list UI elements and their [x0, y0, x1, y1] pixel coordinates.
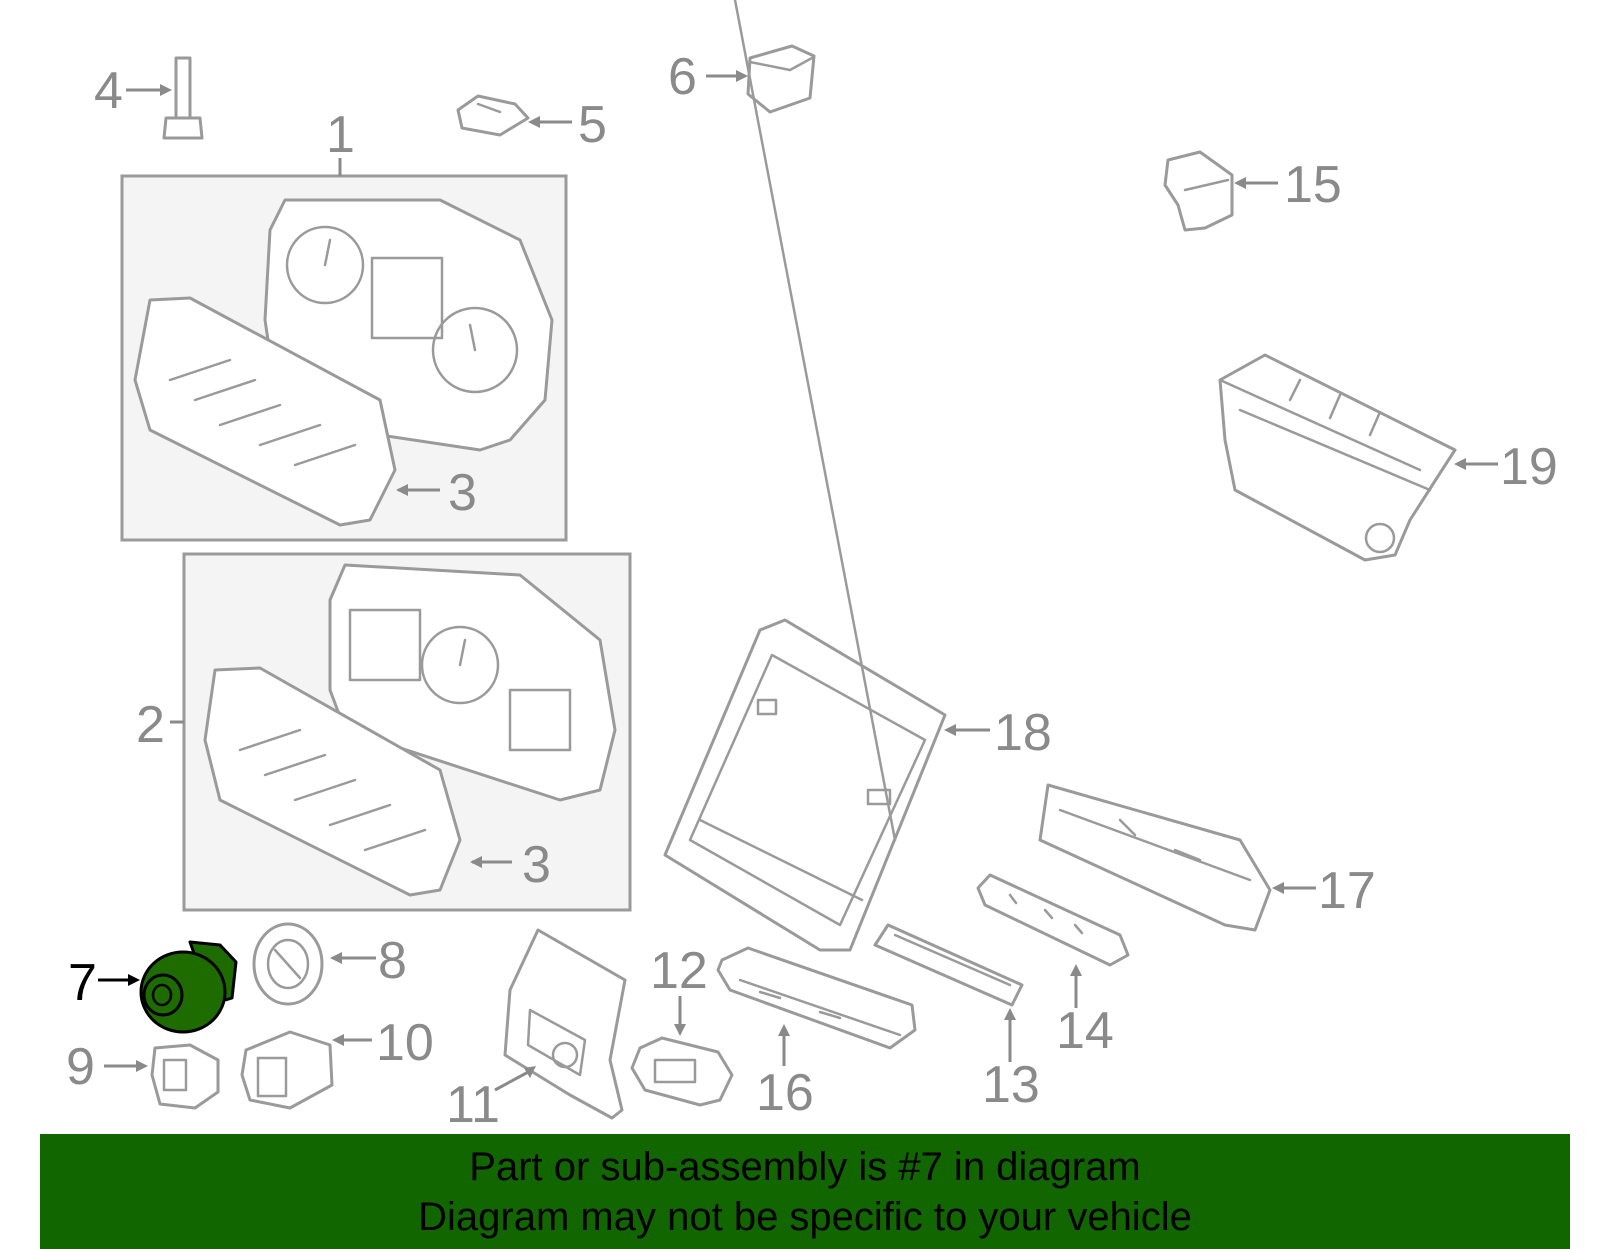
callout-6: 6 — [668, 48, 697, 106]
callout-16: 16 — [756, 1064, 814, 1122]
arrow-11 — [524, 1066, 536, 1078]
part-13 — [873, 923, 1024, 1007]
part-8 — [252, 922, 324, 1006]
part-14 — [976, 873, 1130, 967]
arrow-6 — [736, 70, 748, 82]
part-11 — [503, 928, 627, 1120]
arrow-5 — [528, 116, 540, 128]
arrow-7 — [128, 974, 140, 986]
arrow-8 — [330, 952, 342, 964]
arrow-10 — [332, 1034, 344, 1046]
part-9 — [150, 1043, 220, 1110]
arrow-3a — [396, 484, 408, 496]
callout-11: 11 — [446, 1076, 500, 1134]
bolt-4 — [162, 56, 204, 140]
arrow-17 — [1272, 882, 1284, 894]
callout-4: 4 — [94, 62, 123, 120]
arrow-3b — [470, 856, 482, 868]
lens-3b — [203, 666, 462, 897]
callout-14: 14 — [1056, 1002, 1114, 1060]
arrow-15 — [1234, 177, 1246, 189]
callout-10: 10 — [376, 1014, 434, 1072]
callout-3a: 3 — [448, 464, 477, 522]
callout-19: 19 — [1500, 438, 1558, 496]
callout-15: 15 — [1284, 156, 1342, 214]
callout-13: 13 — [982, 1056, 1040, 1114]
part-10 — [240, 1030, 334, 1110]
callout-3b: 3 — [522, 836, 551, 894]
leader-11 — [494, 1068, 533, 1092]
part-6 — [746, 44, 816, 114]
callout-1: 1 — [326, 106, 355, 164]
callout-7: 7 — [68, 954, 97, 1012]
part-15 — [1163, 150, 1234, 232]
part-7-highlighted — [139, 940, 238, 1034]
part-18 — [663, 0, 947, 952]
callout-17: 17 — [1318, 862, 1376, 920]
arrow-18 — [944, 724, 956, 736]
callout-8: 8 — [378, 932, 407, 990]
callout-2: 2 — [136, 696, 165, 754]
lens-3a — [133, 296, 397, 527]
arrow-9 — [136, 1060, 148, 1072]
part-19 — [1218, 353, 1457, 562]
arrow-19 — [1454, 458, 1466, 470]
instrument-cluster-2 — [328, 563, 617, 802]
banner-line-1: Part or sub-assembly is #7 in diagram — [469, 1145, 1141, 1189]
part-5 — [456, 94, 530, 137]
arrow-12 — [674, 1024, 686, 1036]
callout-5: 5 — [578, 96, 607, 154]
arrow-4 — [160, 84, 172, 96]
callout-9: 9 — [66, 1038, 95, 1096]
arrow-13 — [1004, 1008, 1016, 1020]
part-12 — [630, 1036, 734, 1107]
part-17 — [1038, 783, 1272, 932]
callout-18: 18 — [994, 704, 1052, 762]
banner-line-2: Diagram may not be specific to your vehi… — [418, 1195, 1192, 1239]
callout-12: 12 — [650, 942, 708, 1000]
part-16 — [716, 946, 917, 1050]
arrow-16 — [778, 1024, 790, 1036]
info-banner: Part or sub-assembly is #7 in diagram Di… — [40, 1134, 1570, 1249]
arrow-14 — [1070, 964, 1082, 976]
